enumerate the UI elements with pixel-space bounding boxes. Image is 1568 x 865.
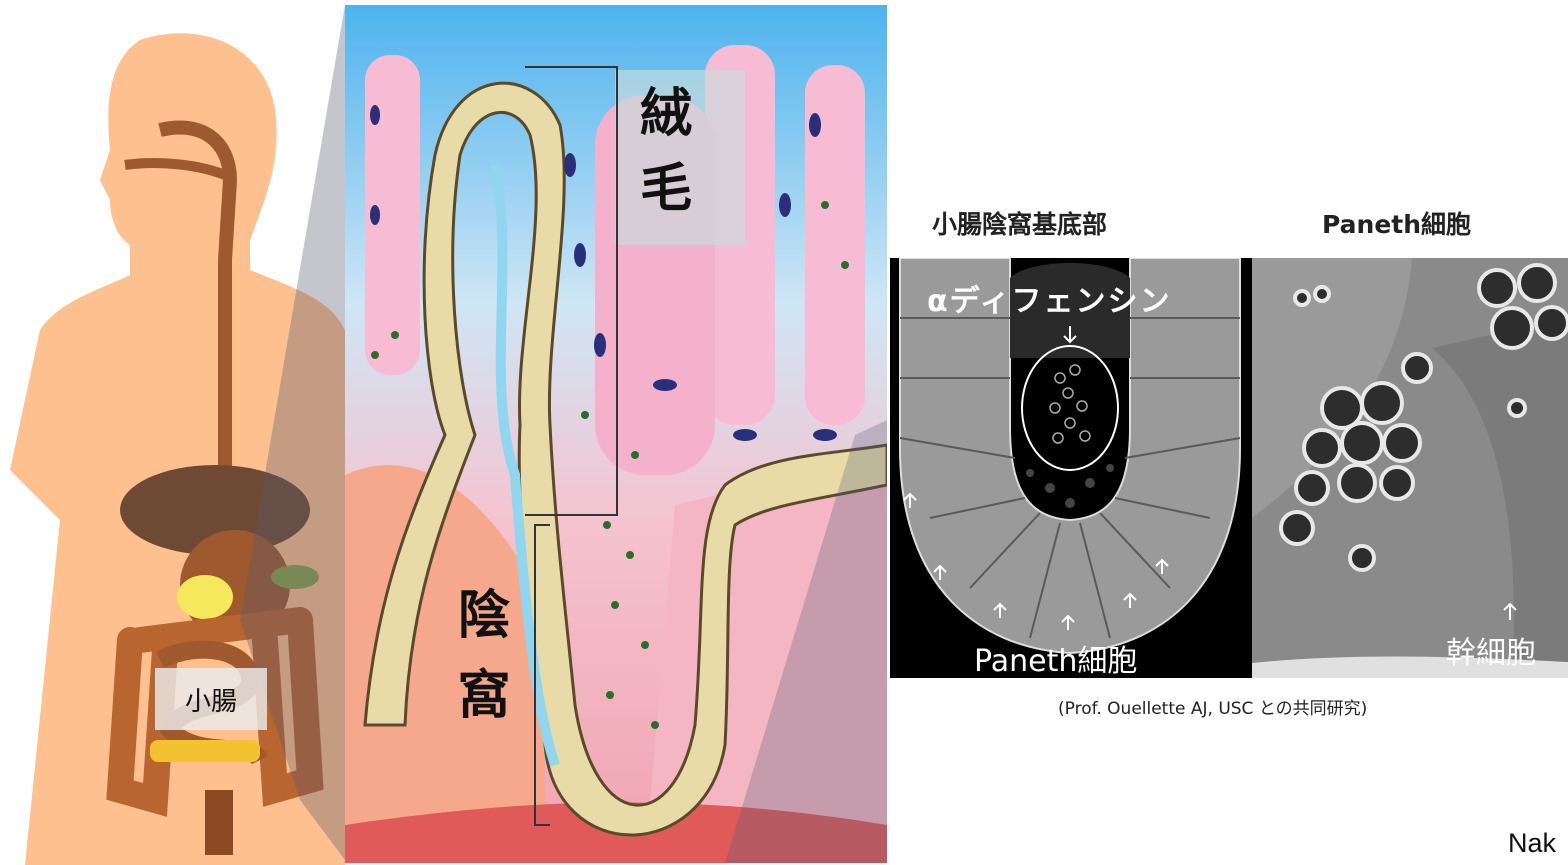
electron-micrograph xyxy=(1252,258,1568,678)
gallbladder xyxy=(177,575,233,619)
stem-cell-label: 幹細胞 xyxy=(1446,628,1536,672)
crypt-label-bottom: 窩 xyxy=(458,670,510,722)
crypt-base-illustration xyxy=(890,258,1252,678)
author-name: Nak xyxy=(1508,828,1556,859)
villus-label-top: 絨 xyxy=(640,88,692,140)
rectum xyxy=(205,790,233,855)
villus-label-bottom: 毛 xyxy=(640,163,692,215)
villus-crypt-illustration xyxy=(345,5,887,863)
alpha-defensin-label: αディフェンシン xyxy=(927,276,1172,320)
crypt-label-top: 陰 xyxy=(458,590,510,642)
crypt-base-title: 小腸陰窩基底部 xyxy=(932,205,1107,241)
paneth-cell-label: Paneth細胞 xyxy=(974,636,1137,680)
collaboration-credit: (Prof. Ouellette AJ, USC との共同研究) xyxy=(1058,694,1367,719)
yellow-tissue xyxy=(150,740,260,762)
paneth-cell-title: Paneth細胞 xyxy=(1322,205,1471,241)
small-intestine-label: 小腸 xyxy=(155,668,267,730)
human-silhouette xyxy=(0,0,345,865)
